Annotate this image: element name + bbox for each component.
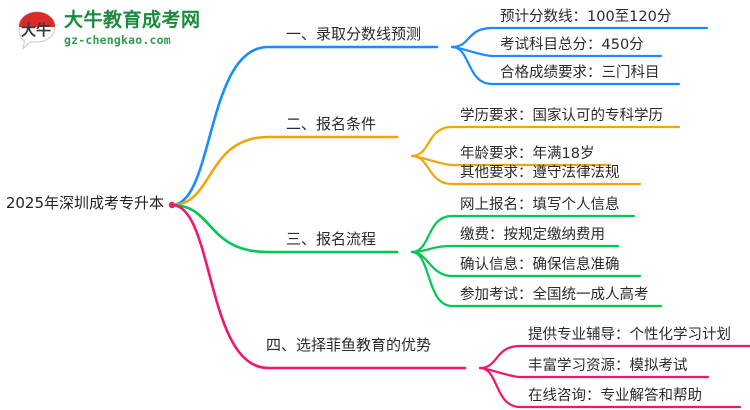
branch-label-2[interactable]: 二、报名条件 [286, 115, 377, 133]
leaf-label-4-3[interactable]: 在线咨询：专业解答和帮助 [528, 388, 702, 404]
leaf-label-3-2[interactable]: 缴费：按规定缴纳费用 [460, 227, 605, 243]
site-logo: 大牛 大牛教育成考网 gz-chengkao.com [14, 8, 204, 54]
leaf-label-2-2[interactable]: 年龄要求：年满18岁 [460, 146, 595, 162]
branch-label-1[interactable]: 一、录取分数线预测 [286, 25, 422, 43]
connector-path [410, 244, 620, 254]
leaf-label-2-1[interactable]: 学历要求：国家认可的专科学历 [460, 108, 663, 124]
connector-path [170, 203, 399, 254]
svg-text:大牛: 大牛 [21, 21, 51, 39]
leaf-label-3-1[interactable]: 网上报名：填写个人信息 [460, 197, 620, 213]
logo-domain: gz-chengkao.com [64, 33, 171, 47]
branch-label-4[interactable]: 四、选择菲鱼教育的优势 [266, 336, 432, 354]
leaf-label-3-4[interactable]: 参加考试：全国统一成人高考 [460, 287, 649, 303]
leaf-label-4-2[interactable]: 丰富学习资源：模拟考试 [528, 358, 688, 374]
leaf-label-2-3[interactable]: 其他要求：遵守法律法规 [460, 165, 620, 181]
connector-path [410, 250, 663, 308]
speech-bubble-daniu-icon: 大牛 [18, 11, 56, 50]
connector-path [478, 344, 750, 370]
branch-label-3[interactable]: 三、报名流程 [286, 230, 377, 248]
connector-path [450, 26, 709, 49]
leaf-label-1-2[interactable]: 考试科目总分：450分 [500, 37, 644, 53]
logo-title: 大牛教育成考网 [64, 9, 201, 31]
connector-path [170, 203, 467, 370]
connector-path [410, 125, 681, 158]
connector-path [410, 154, 642, 186]
leaf-label-1-1[interactable]: 预计分数线：100至120分 [500, 9, 672, 25]
connector-path [170, 135, 399, 207]
root-node-label[interactable]: 2025年深圳成考专升本 [5, 194, 164, 212]
leaf-label-4-1[interactable]: 提供专业辅导：个性化学习计划 [528, 327, 731, 343]
leaf-label-3-3[interactable]: 确认信息：确保信息准确 [460, 257, 620, 273]
connector-path [478, 366, 742, 409]
connector-path [170, 45, 439, 207]
leaf-label-1-3[interactable]: 合格成绩要求：三门科目 [500, 65, 660, 81]
connector-path [450, 45, 681, 86]
